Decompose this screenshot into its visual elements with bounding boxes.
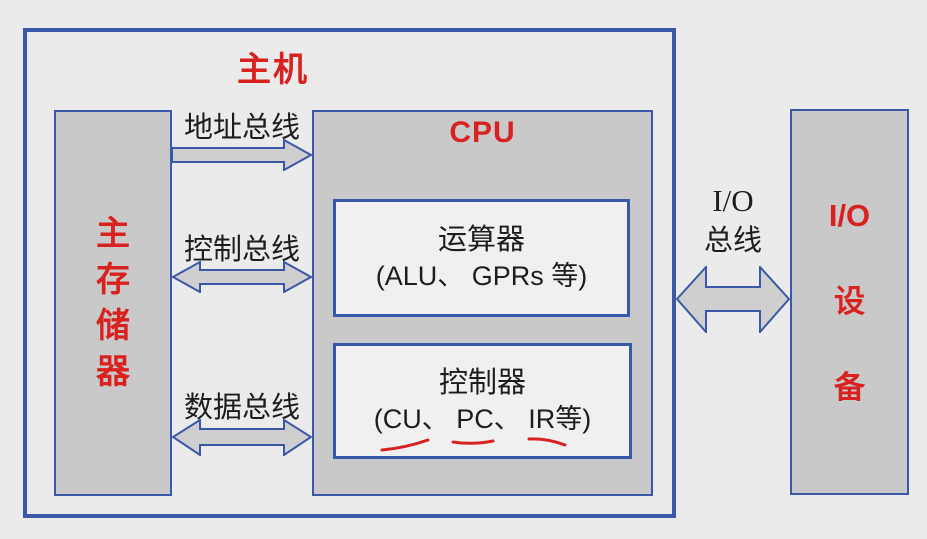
main-memory-label: 主 存 储 器 [56, 112, 170, 494]
io-device-label: I/O 设 备 [792, 111, 907, 493]
control-unit-title: 控制器 [438, 367, 526, 400]
io-device-box: I/O 设 备 [790, 109, 909, 495]
main-memory-box: 主 存 储 器 [54, 110, 172, 496]
data-bus-label: 数据总线 [183, 392, 300, 424]
host-title: 主机 [237, 51, 309, 89]
pc-underline-mark [451, 439, 495, 445]
ir-underline-mark [527, 437, 567, 447]
io-bus-label-line2: 总线 [703, 225, 762, 257]
cpu-label: CPU [449, 116, 516, 149]
control-bus-label: 控制总线 [183, 234, 300, 266]
host-box [23, 28, 676, 518]
alu-subtitle: (ALU、 GPRs 等) [375, 261, 588, 292]
control-bus-arrow [172, 261, 312, 293]
address-bus-arrow [172, 139, 312, 171]
main-memory-char: 器 [96, 353, 130, 391]
io-device-label-line: 设 [834, 284, 865, 319]
main-memory-char: 储 [96, 307, 130, 345]
control-unit-box: 控制器 (CU、 PC、 IR等) [333, 343, 632, 459]
main-memory-char: 存 [96, 261, 130, 299]
io-bus-label-line1: I/O [712, 183, 754, 218]
alu-title: 运算器 [437, 224, 525, 257]
io-device-label-line: I/O [828, 198, 871, 233]
address-bus-label: 地址总线 [183, 112, 300, 144]
io-bus-arrow [676, 266, 790, 333]
cu-underline-mark [380, 438, 430, 452]
io-device-label-line: 备 [834, 370, 865, 405]
control-unit-subtitle: (CU、 PC、 IR等) [373, 404, 592, 435]
data-bus-arrow [172, 419, 312, 456]
alu-box: 运算器 (ALU、 GPRs 等) [333, 199, 630, 317]
io-bus-label: I/O 总线 [676, 181, 790, 261]
main-memory-char: 主 [96, 215, 130, 253]
